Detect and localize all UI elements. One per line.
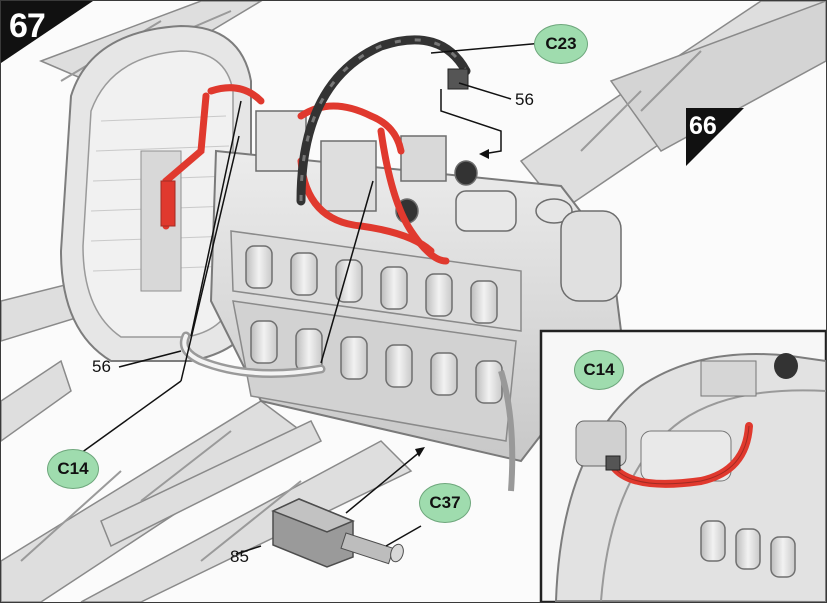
part-label-56-left: 56 [92,357,111,376]
callout-c14-detail: C14 [574,350,624,390]
engine-top-components [255,110,622,302]
part-label-56-top: 56 [515,90,534,109]
wiring-harness-c23 [296,35,471,206]
arrow-head [479,149,489,159]
part-label-85: 85 [230,547,249,566]
engine-block [209,149,623,463]
red-fuel-block [160,180,176,227]
callout-c37: C37 [419,483,471,523]
callout-c14-main: C14 [47,449,99,489]
previous-step-number: 66 [689,112,717,140]
exhaust-row-lower [250,320,503,404]
arrow-head [415,447,425,457]
callout-c23: C23 [534,24,588,64]
exhaust-row-upper [245,245,498,324]
step-number: 67 [9,7,46,45]
part-85 [271,498,404,568]
